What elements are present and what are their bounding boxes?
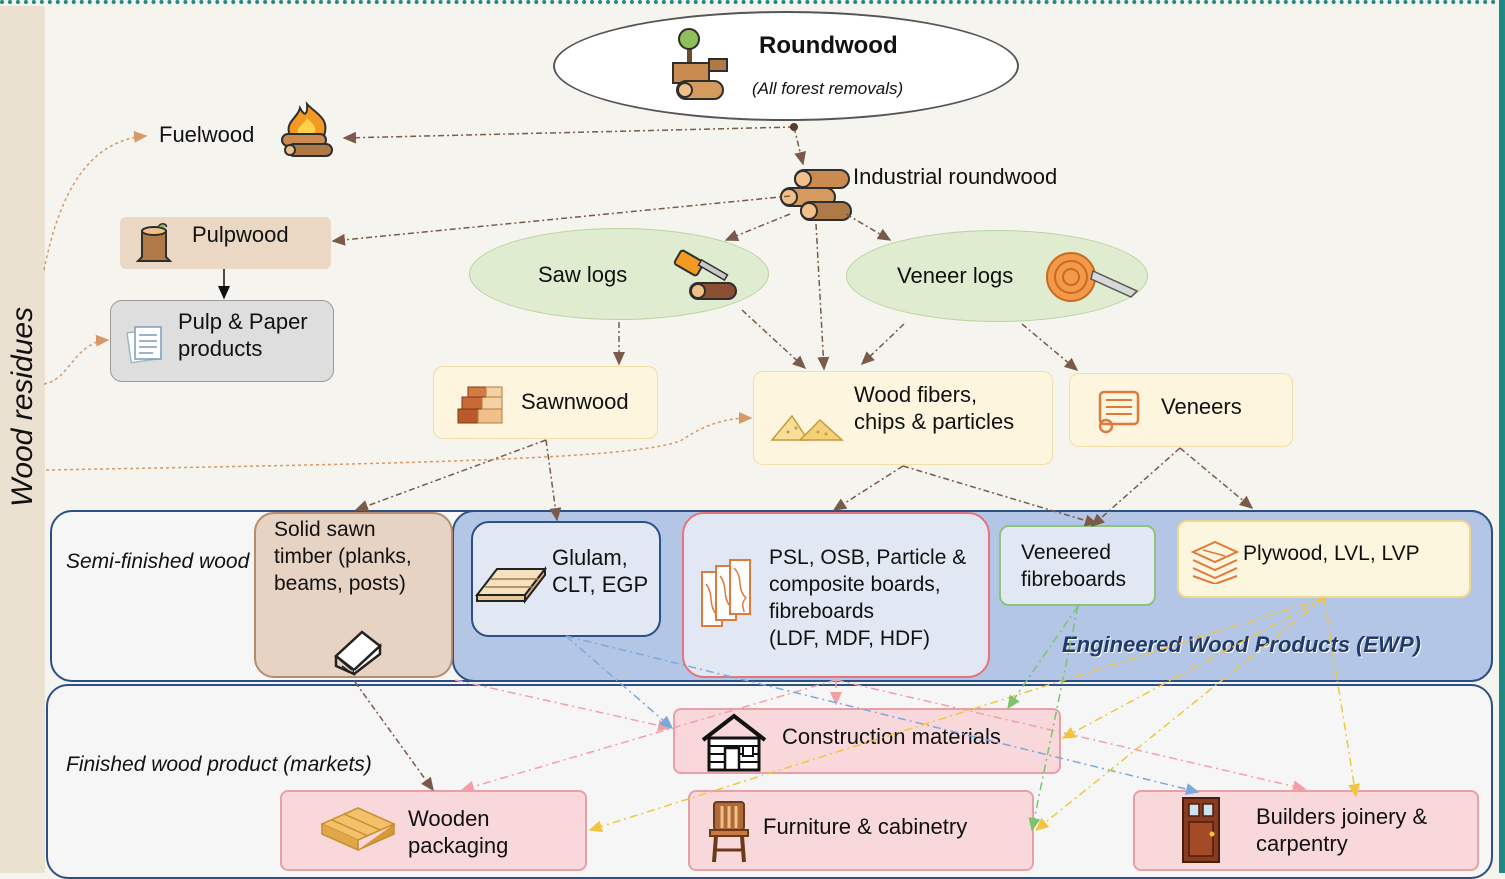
arrow-veneerlogs-veneers — [1021, 323, 1079, 371]
arrow-sawlogs-fibers — [741, 309, 807, 370]
industrial-roundwood-label: Industrial roundwood — [853, 164, 1058, 189]
glulam-node: Glulam, CLT, EGP — [471, 521, 661, 637]
sawnwood-node: Sawnwood — [433, 366, 658, 439]
arrow-veneered-furniture — [1028, 605, 1079, 832]
arrow-residue-pulppaper — [43, 334, 110, 385]
saw-logs-node: Saw logs — [469, 228, 769, 320]
veneered-fibreboards-node: Veneered fibreboards — [999, 525, 1156, 606]
arrow-glulam-construction — [565, 635, 674, 729]
arrow-sawnwood-glulam — [545, 439, 562, 522]
arrow-roundwood-fuelwood — [342, 126, 795, 144]
packaging-label: Wooden packaging — [408, 806, 509, 858]
furniture-label: Furniture & cabinetry — [763, 814, 968, 839]
wood-chips-icon — [770, 414, 844, 441]
veneer-logs-node: Veneer logs — [846, 230, 1148, 322]
wood-fibers-label: Wood fibers, chips & particles — [854, 382, 1015, 434]
paper-stack-icon — [126, 326, 162, 364]
log-stack-icon — [780, 169, 852, 221]
solid-sawn-node: Solid sawn timber (planks, beams, posts) — [254, 512, 453, 678]
construction-label: Construction materials — [782, 724, 1001, 749]
arrow-veneers-veneered — [1090, 447, 1181, 527]
roundwood-subtitle: (All forest removals) — [752, 79, 904, 98]
arrow-sawnwood-solidsawn — [354, 439, 547, 512]
timber-beam-icon — [334, 630, 382, 676]
fire-logs-icon — [281, 101, 333, 157]
glulam-label: Glulam, CLT, EGP — [552, 545, 649, 597]
tree-stump-logs-icon — [672, 28, 728, 100]
chair-icon — [709, 801, 749, 863]
arrow-industrial-pulpwood — [331, 195, 791, 246]
arrow-industrial-sawlogs — [724, 213, 791, 242]
arrow-industrial-fibers — [815, 223, 830, 371]
psl-osb-node: PSL, OSB, Particle & composite boards, f… — [682, 512, 990, 678]
arrow-residue-fibers — [45, 412, 753, 471]
door-icon — [1182, 797, 1220, 863]
planks-icon — [457, 386, 503, 424]
arrow-glulam-joinery — [565, 635, 1200, 795]
finished-label: Finished wood product (markets) — [66, 753, 372, 776]
ewp-label: Engineered Wood Products (EWP) — [1062, 632, 1421, 657]
roundwood-split-dot — [790, 123, 798, 131]
pulpwood-node: Pulpwood — [120, 217, 331, 269]
joinery-label: Builders joinery & carpentry — [1256, 804, 1428, 856]
log-cabin-icon — [701, 713, 767, 772]
right-border — [1499, 0, 1505, 873]
arrow-plywood-joinery — [1323, 597, 1361, 798]
roundwood-node: Roundwood (All forest removals) — [553, 11, 1019, 121]
arrow-veneerlogs-fibers — [860, 323, 905, 366]
arrow-solidsawn-packaging — [354, 681, 434, 792]
arrow-solidsawn-construction — [454, 679, 672, 732]
construction-node: Construction materials — [673, 708, 1061, 774]
arrow-fibers-veneered — [902, 465, 1099, 527]
pulp-paper-label: Pulp & Paper products — [178, 309, 308, 361]
board-panels-icon — [701, 559, 751, 627]
arrow-veneered-construction — [1007, 605, 1079, 710]
wood-fibers-node: Wood fibers, chips & particles — [753, 371, 1053, 465]
plywood-label: Plywood, LVL, LVP — [1243, 542, 1420, 565]
pulp-paper-node: Pulp & Paper products — [110, 300, 334, 382]
arrow-residue-fuelwood — [43, 130, 148, 271]
arrow-plywood-construction — [1061, 597, 1325, 739]
veneers-label: Veneers — [1161, 394, 1242, 419]
log-slice-icon — [1046, 252, 1139, 302]
stump-icon — [136, 223, 172, 262]
arrow-veneers-plywood — [1179, 447, 1254, 509]
plywood-layers-icon — [1190, 540, 1240, 584]
pallet-icon — [320, 807, 396, 852]
arrow-roundwood-industrial — [793, 126, 806, 166]
fuelwood-label: Fuelwood — [159, 122, 255, 147]
arrow-psl-joinery — [835, 679, 1307, 793]
arrow-fibers-psl — [832, 465, 904, 511]
lumber-boards-icon — [475, 566, 547, 604]
arrow-industrial-veneerlogs — [845, 213, 892, 241]
solid-sawn-label: Solid sawn timber (planks, beams, posts) — [274, 518, 412, 595]
veneers-node: Veneers — [1069, 373, 1293, 447]
pulpwood-label: Pulpwood — [192, 222, 289, 247]
veneer-roll-icon — [1098, 390, 1140, 434]
wood-residues-band: Wood residues — [0, 0, 45, 873]
sawnwood-label: Sawnwood — [521, 389, 629, 414]
arrow-psl-packaging — [460, 679, 837, 793]
arrow-plywood-packaging — [588, 597, 1325, 833]
veneer-logs-label: Veneer logs — [897, 263, 1014, 288]
chainsaw-log-icon — [673, 249, 737, 300]
arrow-plywood-furniture — [1034, 597, 1325, 831]
veneered-fibreboards-label: Veneered fibreboards — [1021, 541, 1127, 591]
plywood-node: Plywood, LVL, LVP — [1177, 520, 1471, 598]
roundwood-title: Roundwood — [759, 32, 898, 59]
psl-osb-label: PSL, OSB, Particle & composite boards, f… — [769, 546, 967, 650]
joinery-node: Builders joinery & carpentry — [1133, 790, 1479, 871]
saw-logs-label: Saw logs — [538, 262, 628, 287]
dotted-top-border — [0, 0, 1505, 6]
furniture-node: Furniture & cabinetry — [688, 790, 1034, 871]
